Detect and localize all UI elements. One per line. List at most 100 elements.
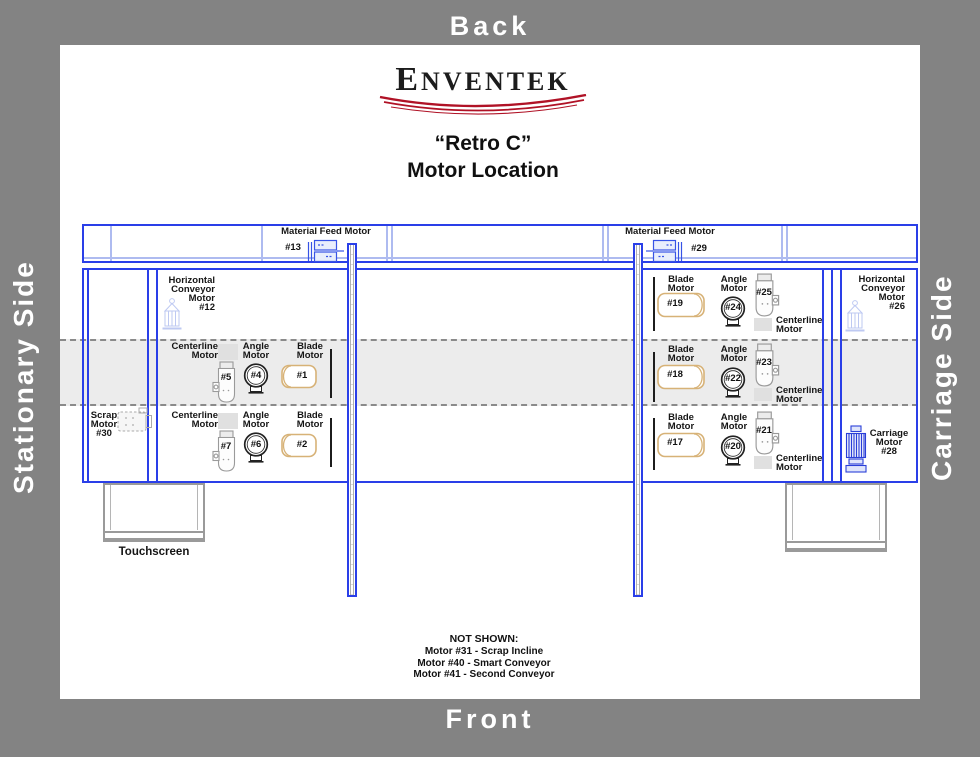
not-shown-line: Motor #31 - Scrap Incline (424, 646, 544, 657)
centerline-motor-label: Centerline Motor (776, 385, 823, 405)
angle-motor-icon (243, 432, 269, 463)
leg-table-foot (785, 541, 887, 550)
rail-divider-line (110, 226, 112, 261)
material-feed-left-label: Material Feed Motor (281, 226, 371, 237)
motor-number: #23 (756, 357, 772, 368)
frame-label-front: Front (445, 704, 535, 734)
motor-number: #18 (667, 369, 683, 380)
angle-motor-label: Angle Motor (242, 341, 270, 361)
motor-number: #19 (667, 298, 683, 309)
scrap-motor-icon (117, 407, 152, 432)
motor-number: #21 (756, 425, 772, 436)
blade-motor-icon (657, 292, 705, 318)
blade-motor-label: Blade Motor (667, 412, 695, 432)
blade-motor-label: Blade Motor (296, 410, 324, 430)
leg-table-inner (110, 485, 198, 530)
angle-motor-label: Angle Motor (720, 412, 748, 432)
rail-divider-line (261, 226, 263, 261)
page-title: “Retro C” Motor Location (333, 130, 633, 184)
motor-shadow-block (754, 456, 772, 469)
blade-bar (653, 277, 655, 331)
saw-rail-left (347, 243, 357, 597)
blade-motor-label: Blade Motor (667, 344, 695, 364)
hconveyor-left-label: Horizontal Conveyor Motor #12 (168, 275, 215, 313)
material-feed-left-number: #13 (285, 242, 301, 253)
material-feed-right-label: Material Feed Motor (625, 226, 715, 237)
motor-number: #20 (725, 441, 741, 452)
not-shown-note: NOT SHOWN: Motor #31 - Scrap Incline Mot… (374, 633, 594, 681)
rail-divider-line (602, 226, 604, 261)
motor-number: #7 (220, 441, 232, 452)
hconveyor-right-label: Horizontal Conveyor Motor #26 (858, 274, 905, 312)
logo-rest: NVENTEK (421, 67, 571, 96)
rail-divider-line (607, 226, 609, 261)
angle-motor-label: Angle Motor (720, 274, 748, 294)
motor-number: #6 (250, 439, 262, 450)
material-feed-motor-icon (646, 239, 683, 263)
blade-motor-label: Blade Motor (296, 341, 324, 361)
rail-divider-line (386, 226, 388, 261)
centerline-motor-icon (755, 273, 780, 317)
body-frame-line (156, 270, 158, 481)
material-feed-motor-icon (307, 239, 344, 263)
motor-number: #24 (725, 302, 741, 313)
blade-bar (330, 418, 332, 467)
scrap-motor-label: Scrap Motor #30 (90, 410, 118, 439)
blade-bar (653, 352, 655, 402)
not-shown-line: Motor #40 - Smart Conveyor (417, 657, 551, 669)
angle-motor-label: Angle Motor (720, 344, 748, 364)
blade-motor-icon (281, 364, 317, 389)
blade-motor-label: Blade Motor (667, 274, 695, 294)
centerline-motor-label: Centerline Motor (171, 410, 218, 430)
angle-motor-icon (720, 435, 746, 466)
body-frame-line (822, 270, 824, 481)
frame-label-back: Back (449, 11, 531, 41)
motor-number: #5 (220, 372, 232, 383)
not-shown-line: Motor #41 - Second Conveyor (413, 669, 555, 680)
rail-divider-line (781, 226, 783, 261)
angle-motor-icon (243, 363, 269, 394)
leg-table-right (785, 483, 887, 552)
motor-number: #4 (250, 370, 262, 381)
motor-number: #2 (296, 439, 308, 450)
motor-shadow-block (218, 344, 238, 360)
material-feed-right-number: #29 (691, 243, 707, 254)
centerline-motor-icon (212, 430, 236, 472)
motor-number: #1 (296, 370, 308, 381)
blade-bar (330, 349, 332, 398)
hconveyor-motor-icon (845, 300, 865, 332)
centerline-motor-icon (755, 343, 780, 387)
rail-divider-line (786, 226, 788, 261)
motor-shadow-block (218, 413, 238, 429)
body-frame-line (147, 270, 149, 481)
blade-motor-icon (657, 364, 705, 390)
motor-shadow-block (754, 388, 772, 401)
carriage-motor-icon (845, 425, 867, 473)
hconveyor-motor-icon (162, 298, 182, 330)
page-title-line1: “Retro C” (434, 132, 532, 155)
enventek-logo: ENVENTEK (323, 61, 643, 99)
blade-bar (653, 418, 655, 470)
logo-initial: E (395, 61, 422, 98)
leg-table-left (103, 483, 205, 542)
blade-motor-icon (657, 432, 705, 458)
motor-number: #22 (725, 373, 741, 384)
angle-motor-icon (720, 367, 746, 398)
rail-inner-line (84, 257, 916, 259)
logo-swoosh-icon (379, 94, 587, 115)
machine-body (82, 268, 918, 483)
not-shown-title: NOT SHOWN: (449, 633, 519, 645)
centerline-motor-icon (755, 411, 780, 455)
centerline-motor-icon (212, 361, 236, 403)
frame-label-stationary-side: Stationary Side (8, 260, 39, 495)
centerline-motor-label: Centerline Motor (171, 341, 218, 361)
carriage-motor-label: Carriage Motor #28 (869, 428, 909, 457)
top-rail (82, 224, 918, 263)
drawing-canvas: ENVENTEK “Retro C” Motor Location Materi… (60, 45, 920, 699)
motor-number: #17 (667, 437, 683, 448)
centerline-motor-label: Centerline Motor (776, 453, 823, 473)
touchscreen-label: Touchscreen (118, 546, 190, 558)
frame-label-carriage-side: Carriage Side (926, 274, 957, 481)
body-frame-line (840, 270, 842, 481)
body-frame-line (831, 270, 833, 481)
